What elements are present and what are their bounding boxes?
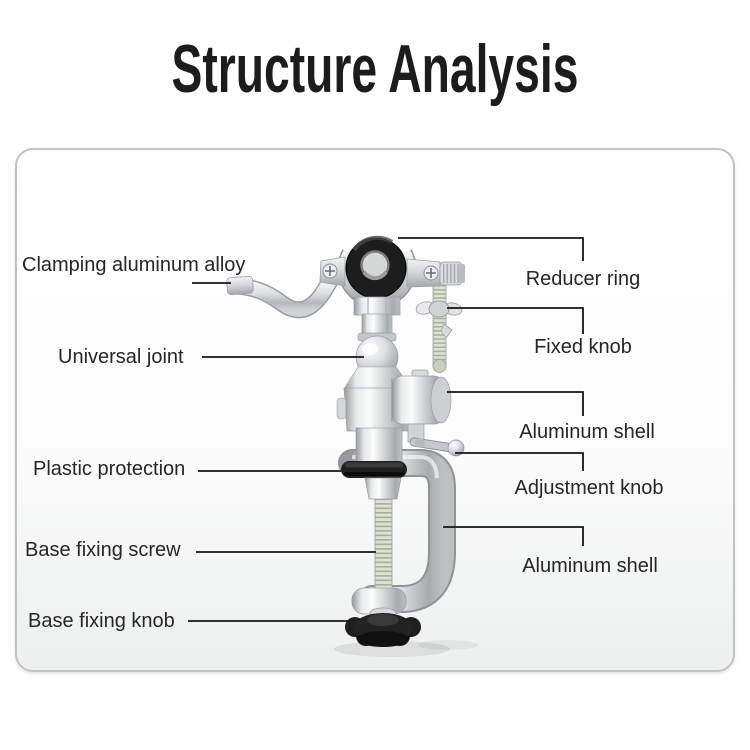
label-base-fixing-screw: Base fixing screw (25, 539, 181, 561)
label-aluminum-shell-top: Aluminum shell (519, 421, 655, 443)
label-universal-joint: Universal joint (58, 346, 184, 368)
page-title: Structure Analysis (171, 31, 579, 107)
label-reducer-ring: Reducer ring (525, 268, 641, 290)
fixed-knob-screw (415, 282, 463, 373)
clamping-arm (226, 270, 340, 319)
label-adjustment-knob: Adjustment knob (514, 477, 664, 499)
label-plastic-protection: Plastic protection (33, 458, 186, 480)
label-fixed-knob: Fixed knob (534, 336, 632, 358)
pointer-lines (188, 237, 584, 622)
clamp-screws (322, 263, 439, 281)
plastic-protection-washer (341, 427, 407, 500)
c-clamp-aluminum-shell (338, 449, 456, 613)
reducer-ring-part (345, 235, 407, 299)
base-fixing-screw-part (374, 491, 393, 595)
adjustment-knob-pin (407, 423, 465, 457)
aluminum-shell-housing (391, 369, 452, 425)
label-aluminum-shell-bottom: Aluminum shell (522, 555, 658, 577)
base-fixing-knob-part (345, 587, 421, 647)
label-clamping-aluminum-alloy: Clamping aluminum alloy (22, 254, 246, 276)
label-base-fixing-knob: Base fixing knob (28, 610, 175, 632)
